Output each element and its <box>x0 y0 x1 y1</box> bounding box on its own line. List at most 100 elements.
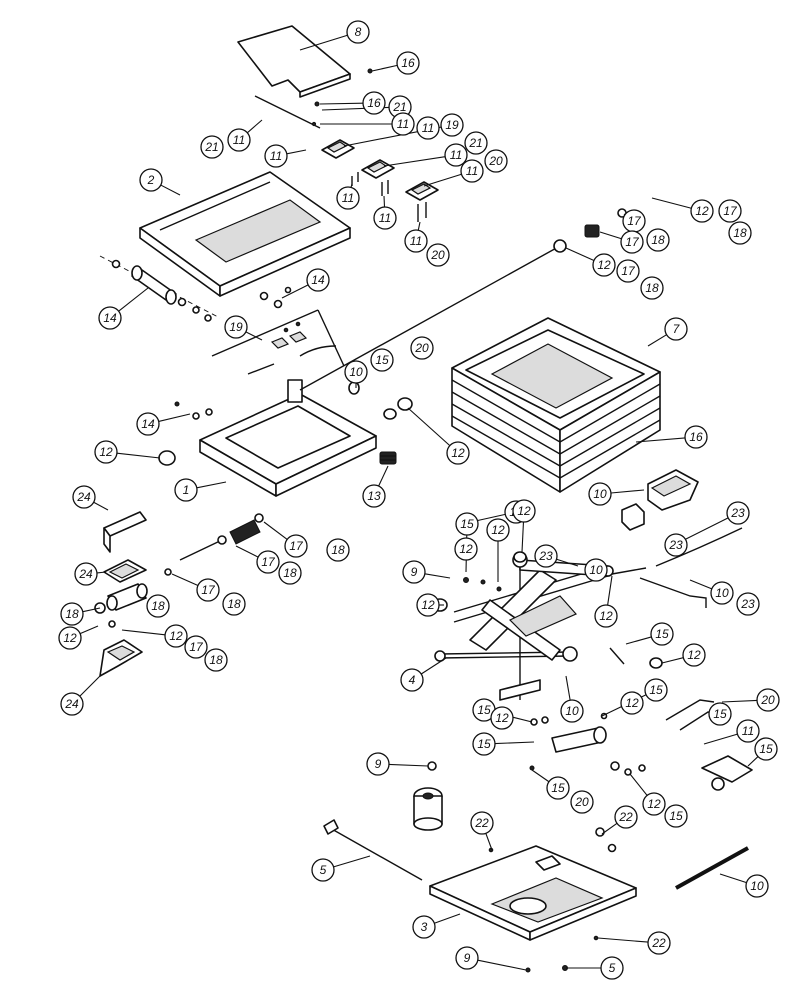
callout-16: 16 <box>362 91 386 115</box>
callout-12: 12 <box>642 792 666 816</box>
callout-number: 18 <box>733 226 747 240</box>
callout-23: 23 <box>736 592 760 616</box>
callout-circle <box>98 306 122 330</box>
callout-circle <box>644 678 668 702</box>
leader-line <box>333 855 371 868</box>
leader-line <box>601 822 618 835</box>
callout-number: 12 <box>421 598 435 612</box>
callout-12: 12 <box>164 624 188 648</box>
callout-number: 18 <box>227 597 241 611</box>
callout-circle <box>264 144 288 168</box>
callout-10: 10 <box>745 874 769 898</box>
callout-circle <box>464 131 488 155</box>
leader-line <box>383 156 446 167</box>
callout-10: 10 <box>588 482 612 506</box>
leader-line <box>121 629 166 636</box>
callout-circle <box>728 221 752 245</box>
callout-15: 15 <box>370 348 394 372</box>
callout-circle <box>736 719 760 743</box>
callout-circle <box>460 159 484 183</box>
callout-circle <box>620 691 644 715</box>
callout-circle <box>346 20 370 44</box>
leader-line <box>599 231 622 240</box>
callout-circle <box>470 811 494 835</box>
leader-line <box>721 699 758 703</box>
callout-number: 20 <box>430 248 445 262</box>
callout-number: 14 <box>103 311 117 325</box>
callout-12: 12 <box>94 440 118 464</box>
callout-3: 3 <box>412 915 436 939</box>
leader-line <box>286 149 307 155</box>
callout-number: 12 <box>597 258 611 272</box>
callout-number: 12 <box>459 542 473 556</box>
callout-number: 17 <box>723 204 738 218</box>
callout-number: 12 <box>495 711 509 725</box>
callout-circle <box>60 602 84 626</box>
callout-9: 9 <box>366 752 390 776</box>
part-damper-cup <box>413 761 443 831</box>
callout-number: 17 <box>189 640 204 654</box>
callout-16: 16 <box>396 51 420 75</box>
callout-21: 21 <box>200 135 224 159</box>
callout-12: 12 <box>620 691 644 715</box>
callout-14: 14 <box>98 306 122 330</box>
callout-number: 20 <box>414 341 429 355</box>
leader-line <box>160 184 181 196</box>
callout-number: 10 <box>715 586 729 600</box>
part-brackets-upper <box>321 139 439 222</box>
callout-number: 19 <box>229 320 243 334</box>
callout-number: 12 <box>695 204 709 218</box>
callout-circle <box>486 518 510 542</box>
part-screw-16-a <box>314 101 320 107</box>
part-drawings <box>94 25 753 973</box>
callout-circle <box>146 594 170 618</box>
callout-17: 17 <box>196 578 220 602</box>
callout-number: 12 <box>63 631 77 645</box>
callout-number: 3 <box>421 920 428 934</box>
callout-circle <box>184 635 208 659</box>
callout-number: 20 <box>760 693 775 707</box>
part-lower-hardware <box>529 699 753 791</box>
callout-circle <box>664 317 688 341</box>
callout-8: 8 <box>346 20 370 44</box>
callout-circle <box>756 688 780 712</box>
callout-circle <box>620 230 644 254</box>
callout-17: 17 <box>718 199 742 223</box>
callout-18: 18 <box>222 592 246 616</box>
callout-number: 24 <box>76 490 91 504</box>
leader-line <box>521 521 525 553</box>
callout-19: 19 <box>440 113 464 137</box>
callout-number: 23 <box>730 506 745 520</box>
callout-number: 15 <box>477 737 491 751</box>
callout-10: 10 <box>584 558 608 582</box>
callout-number: 22 <box>651 936 666 950</box>
callout-number: 1 <box>183 483 190 497</box>
callout-circle <box>512 499 536 523</box>
part-spring-17 <box>584 224 600 238</box>
leader-line <box>651 197 692 209</box>
callout-circle <box>227 128 251 152</box>
part-rod-10 <box>675 846 749 890</box>
callout-11: 11 <box>404 229 428 253</box>
leader-line <box>158 413 191 422</box>
leader-line <box>378 465 389 487</box>
callout-17: 17 <box>622 209 646 233</box>
callout-circle <box>410 336 434 360</box>
callout-11: 11 <box>416 116 440 140</box>
leader-line <box>423 173 462 187</box>
callout-number: 14 <box>141 417 155 431</box>
callout-9: 9 <box>455 946 479 970</box>
callout-circle <box>650 622 674 646</box>
callout-12: 12 <box>58 626 82 650</box>
callout-circle <box>164 624 188 648</box>
callout-15: 15 <box>650 622 674 646</box>
callout-circle <box>584 558 608 582</box>
callout-circle <box>646 228 670 252</box>
callout-10: 10 <box>560 699 584 723</box>
callout-circle <box>455 512 479 536</box>
callout-circle <box>139 168 163 192</box>
callout-15: 15 <box>644 678 668 702</box>
callout-number: 17 <box>261 555 276 569</box>
callout-circle <box>60 692 84 716</box>
callout-number: 11 <box>233 133 245 147</box>
